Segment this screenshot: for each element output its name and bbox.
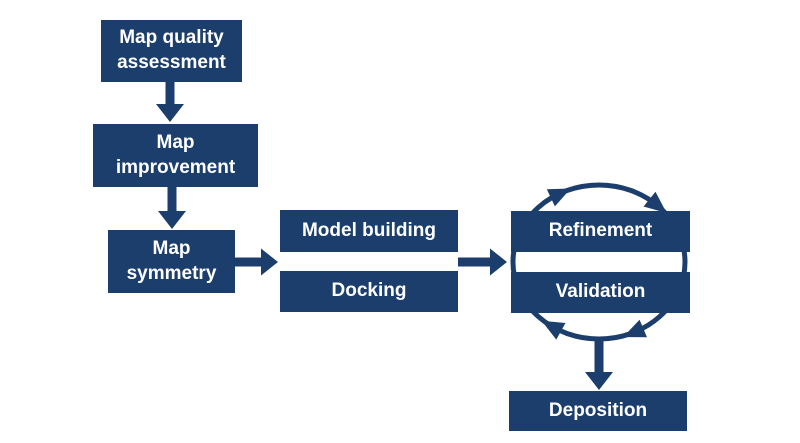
node-refinement: Refinement [511,211,690,252]
node-map-improvement: Map improvement [93,124,258,187]
arrow-map-symmetry-to-model-building-docking [234,248,278,276]
arrow-cycle-to-deposition [585,337,613,390]
cycle-arrowhead-top-right-icon [643,191,667,213]
arrow-map-quality-to-map-improvement [156,82,184,122]
arrow-model-building-docking-to-refinement-validation [458,248,507,276]
cycle-arrowhead-bottom-right-icon [623,319,647,338]
node-docking: Docking [280,271,458,312]
node-deposition: Deposition [509,391,687,431]
node-model-building: Model building [280,210,458,252]
arrow-map-improvement-to-map-symmetry [158,187,186,229]
cycle-arrowhead-top-left-icon [546,188,571,207]
node-validation: Validation [511,272,690,313]
cycle-arrowhead-bottom-left-icon [541,320,566,340]
node-map-quality-assessment: Map quality assessment [101,20,242,82]
node-map-symmetry: Map symmetry [108,230,235,293]
